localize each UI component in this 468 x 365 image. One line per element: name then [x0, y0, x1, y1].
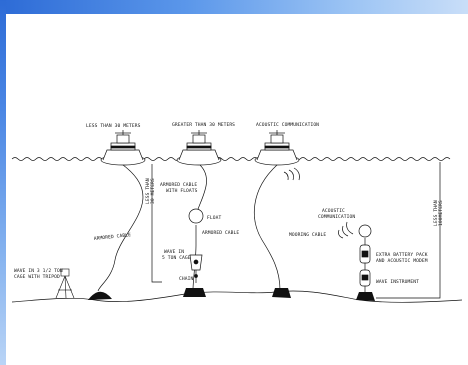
label-wave-tripod-2: CAGE WITH TRIPOD: [14, 274, 60, 280]
label-extra-battery-1: EXTRA BATTERY PACK: [376, 252, 428, 258]
wave-cage-instrument: [189, 254, 203, 283]
anchor-center: [183, 288, 206, 297]
label-less-than-100m-2: 100METERS: [438, 200, 444, 226]
label-wave-in-cage-1: WAVE IN: [164, 249, 184, 255]
label-less-than-100m-1: LESS THAN: [433, 200, 439, 226]
buoy-left: [100, 130, 146, 166]
battery-pack: [359, 244, 371, 264]
depth-line-100m: [376, 162, 441, 299]
label-less-than-30m-1: LESS THAN: [145, 178, 151, 204]
label-mooring-cable: MOORING CABLE: [289, 232, 326, 238]
label-float: FLOAT: [207, 215, 221, 221]
label-armored-cable-floats-2: WITH FLOATS: [166, 188, 198, 194]
label-armored-cable-left: ARMORED CABLE: [94, 232, 132, 242]
label-acoustic-comm-2: COMMUNICATION: [318, 214, 355, 220]
anchor-right-instrument: [356, 292, 375, 301]
slide-top-band: [0, 0, 468, 14]
wave-instrument: [359, 269, 371, 287]
label-armored-cable-floats-1: ARMORED CABLE: [160, 182, 197, 188]
sea-surface-line: [11, 157, 451, 161]
anchor-right-mooring: [272, 288, 291, 298]
acoustic-waves-bottom: [338, 221, 354, 239]
buoy-center: [176, 130, 222, 166]
armored-cable-left: [97, 164, 144, 292]
label-chain: CHAIN: [179, 276, 193, 282]
label-buoy-left: LESS THAN 30 METERS: [86, 123, 141, 129]
label-less-than-30m-2: 30 METERS: [150, 178, 156, 204]
armored-cable-with-floats: [195, 164, 207, 216]
acoustic-float: [358, 224, 372, 238]
label-armored-cable-center: ARMORED CABLE: [202, 230, 239, 236]
anchor-left: [88, 291, 112, 300]
label-wave-instrument: WAVE INSTRUMENT: [376, 279, 419, 285]
slide-left-band: [0, 0, 6, 365]
depth-line-30m: [151, 164, 162, 283]
label-acoustic-comm-1: ACOUSTIC: [322, 208, 345, 214]
label-buoy-center: GREATER THAN 30 METERS: [172, 122, 235, 128]
mooring-cable: [253, 164, 281, 291]
tripod-cage: [55, 268, 75, 299]
float: [188, 208, 204, 224]
buoy-right: [254, 130, 300, 166]
label-wave-tripod-1: WAVE IN 3 1/2 TON: [14, 268, 63, 274]
acoustic-waves-top: [283, 167, 300, 181]
seabed-line: [11, 290, 463, 303]
label-wave-in-cage-2: 5 TON CAGE: [162, 255, 191, 261]
label-buoy-right: ACOUSTIC COMMUNICATION: [256, 122, 319, 128]
label-extra-battery-2: AND ACOUSTIC MODEM: [376, 258, 428, 264]
